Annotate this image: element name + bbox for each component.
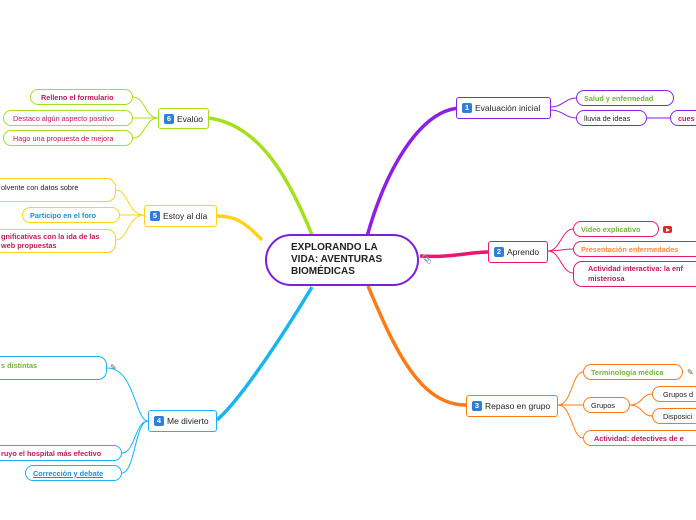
subtopic-actividad-interactiva[interactable]: Actividad interactiva: la enf misteriosa [573,261,696,287]
subtopic-label: Actividad interactiva: la enf misteriosa [588,264,683,283]
subtopic-cuestionario[interactable]: cues [670,110,696,126]
subtopic-formulario[interactable]: Relleno el formulario [30,89,133,105]
subtopic-label: gnificativas con la ida de las web propu… [1,232,100,250]
subtopic-label: Actividad: detectives de e [594,433,684,443]
subtopic-correccion-debate[interactable]: Corrección y debate [25,465,122,481]
subtopic-video-explicativo[interactable]: Video explicativo [573,221,659,237]
attachment-icon[interactable]: 📎 [422,255,432,264]
subtopic-label: lluvia de ideas [584,113,631,123]
subtopic-presentacion[interactable]: Presentación enfermedades [573,241,696,257]
subtopic-label: Destaco algún aspecto positivo [13,113,115,123]
subtopic-label: Relleno el formulario [41,92,114,102]
subtopic-label: Participo en el foro [30,210,97,220]
branch-evaluacion-inicial[interactable]: 1 Evaluación inicial [456,97,551,119]
youtube-icon[interactable] [663,226,672,233]
branch-repaso-en-grupo[interactable]: 3 Repaso en grupo [466,395,558,417]
branch-label: Repaso en grupo [485,401,551,411]
branch-aprendo[interactable]: 2 Aprendo [488,241,548,263]
subtopic-foro[interactable]: Participo en el foro [22,207,120,223]
subtopic-terminologia-medica[interactable]: Terminología médica [583,364,683,380]
subtopic-web-propuestas[interactable]: gnificativas con la ida de las web propu… [0,229,116,253]
number-badge: 5 [150,211,160,221]
subtopic-disposicion[interactable]: Disposici [652,408,696,424]
subtopic-actividad-detectives[interactable]: Actividad: detectives de e [583,430,696,446]
subtopic-aspecto-positivo[interactable]: Destaco algún aspecto positivo [3,110,133,126]
subtopic-label: Salud y enfermedad [584,93,654,103]
subtopic-grupos-detalle[interactable]: Grupos d [652,386,696,402]
branch-me-divierto[interactable]: 4 Me divierto [148,410,217,432]
branch-label: Aprendo [507,247,540,257]
number-badge: 4 [154,416,164,426]
subtopic-propuesta-mejora[interactable]: Hago una propuesta de mejora [3,130,133,146]
subtopic-label: ruyo el hospital más efectivo [1,448,102,458]
branch-evaluo[interactable]: 6 Evalúo [158,108,209,129]
subtopic-label: Video explicativo [581,224,641,234]
central-topic[interactable]: EXPLORANDO LA VIDA: AVENTURAS BIOMÉDICAS [265,234,419,286]
subtopic-label: cues [678,113,695,123]
note-icon[interactable]: ✎ [110,363,117,372]
subtopic-label: s distintas [1,361,38,370]
note-icon[interactable]: ✎ [687,368,694,377]
subtopic-label: Corrección y debate [33,468,104,478]
subtopic-salud-enfermedad[interactable]: Salud y enfermedad [576,90,674,106]
subtopic-label: Hago una propuesta de mejora [13,133,114,143]
branch-label: Evaluación inicial [475,103,541,113]
branch-label: Estoy al día [163,211,208,221]
branch-label: Evalúo [177,113,203,124]
number-badge: 1 [462,103,472,113]
branch-label: Me divierto [167,416,209,426]
subtopic-hospital-efectivo[interactable]: ruyo el hospital más efectivo [0,445,122,461]
subtopic-label: Terminología médica [591,367,664,377]
subtopic-lluvia-ideas[interactable]: lluvia de ideas [576,110,647,126]
subtopic-grupos[interactable]: Grupos [583,397,630,413]
branch-estoy-al-dia[interactable]: 5 Estoy al día [144,205,217,227]
central-topic-title: EXPLORANDO LA VIDA: AVENTURAS BIOMÉDICAS [291,242,383,277]
subtopic-label: olvente con datos sobre [1,183,79,192]
subtopic-label: Presentación enfermedades [581,244,679,254]
number-badge: 2 [494,247,504,257]
subtopic-label: Grupos [591,400,615,410]
number-badge: 3 [472,401,482,411]
number-badge: 6 [164,113,174,124]
subtopic-distintas[interactable]: s distintas [0,356,107,380]
subtopic-datos[interactable]: olvente con datos sobre [0,178,116,202]
subtopic-label: Disposici [663,411,693,421]
subtopic-label: Grupos d [663,389,694,399]
